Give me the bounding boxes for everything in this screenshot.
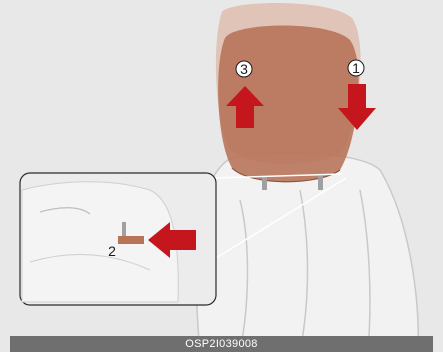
callout-3: 3: [236, 61, 252, 77]
callout-3-label: 3: [240, 61, 248, 77]
seat-back: [196, 153, 418, 352]
callout-1: 1: [348, 60, 364, 76]
release-lever: [118, 236, 144, 244]
figure-code: OSP2I039008: [10, 336, 433, 352]
callout-2-label: 2: [108, 243, 116, 259]
detail-inset: 2: [20, 173, 216, 305]
callout-1-label: 1: [352, 60, 360, 76]
